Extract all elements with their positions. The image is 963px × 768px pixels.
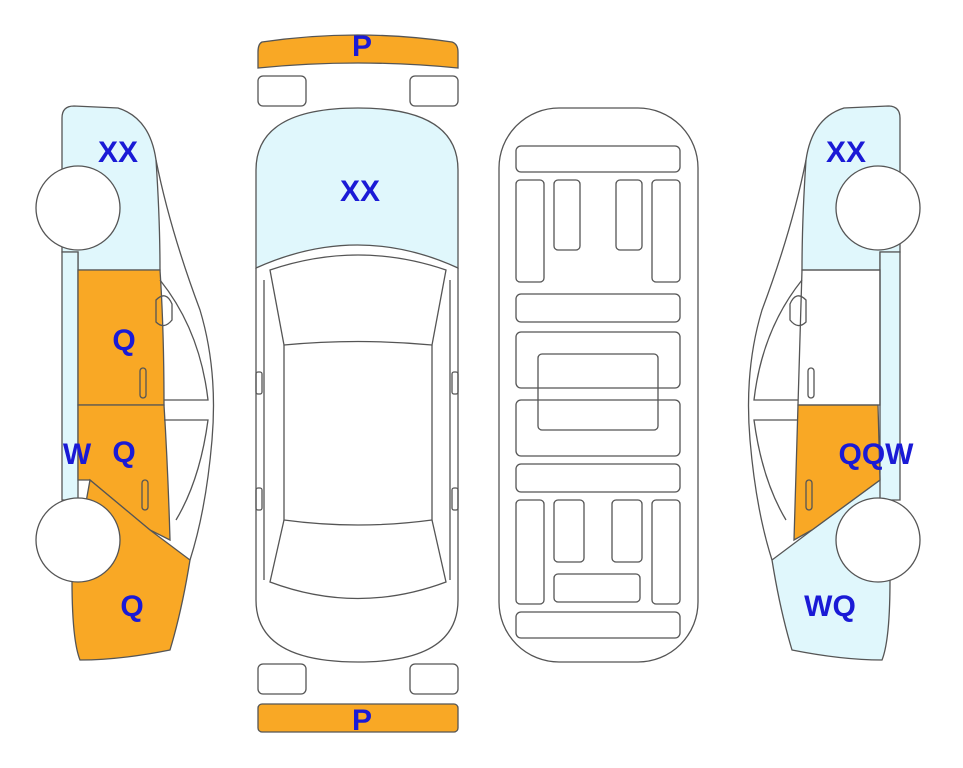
car-underside-view [498,107,699,663]
rear-light-left [257,663,307,695]
right-mirror [789,295,807,327]
underside-part [515,463,681,493]
right-pillar-strip [879,251,901,501]
underside-part [553,573,641,603]
right-door-handle-front [805,479,813,511]
left-window-line [159,279,209,401]
left-pillar-label: W [63,438,92,471]
top-windshield-label: XX [340,175,380,208]
underside-part [651,499,681,605]
top-body-outline [255,268,459,663]
underside-part [537,353,659,431]
right-rear-door-outline [797,269,881,406]
front-bumper-panel[interactable] [257,34,459,69]
underside-part [515,331,681,389]
top-rear-window [269,519,447,600]
underside-part [515,145,681,173]
car-right-side-view [747,105,921,661]
left-front-fender-label: Q [120,590,143,623]
top-mirror-right [451,371,459,395]
underside-part [515,611,681,639]
front-light-right [409,75,459,107]
right-rear-glass-label: XX [826,136,866,169]
left-door-handle-rear [139,367,147,399]
right-door-handle-rear [807,367,815,399]
underside-part [553,499,585,563]
right-front-wheel [835,497,921,583]
left-front-door-label: Q [112,436,135,469]
underside-part [651,179,681,283]
front-bumper-label: P [352,30,372,63]
top-hood-panel[interactable] [255,107,459,270]
underside-part [611,499,643,563]
top-windshield [269,254,447,346]
left-front-wheel [35,497,121,583]
right-front-fender-label: WQ [804,590,856,623]
left-mirror [155,295,173,327]
left-window-line-2 [164,419,209,521]
left-body-outline [155,159,215,561]
right-rear-wheel [835,165,921,251]
top-roof [283,345,433,526]
right-front-door-panel[interactable] [793,404,881,542]
front-light-left [257,75,307,107]
car-top-view [255,107,459,663]
top-handle-left [255,487,263,511]
left-rear-wheel [35,165,121,251]
damage-labels: P XX P XX Q W Q Q XX QQW WQ [63,30,914,737]
top-mirror-left [255,371,263,395]
underside-part [515,499,545,605]
left-front-door-panel[interactable] [77,404,171,542]
rear-bumper-label: P [352,704,372,737]
right-body-outline [747,159,807,561]
car-left-side-view [35,105,215,661]
front-bumper-group [257,34,459,107]
rear-bumper-panel[interactable] [257,703,459,733]
underside-outline [498,107,699,663]
underside-part [615,179,643,251]
underside-part [515,293,681,323]
top-handle-right [451,487,459,511]
right-window-line-2 [753,419,798,521]
left-rear-door-label: Q [112,324,135,357]
right-front-door-label: QQW [839,438,915,471]
underside-part [553,179,581,251]
left-rear-glass-label: XX [98,136,138,169]
underside-part [515,179,545,283]
rear-bumper-group [257,663,459,733]
left-door-handle-front [141,479,149,511]
underside-part [515,399,681,457]
rear-light-right [409,663,459,695]
right-window-line [753,279,803,401]
